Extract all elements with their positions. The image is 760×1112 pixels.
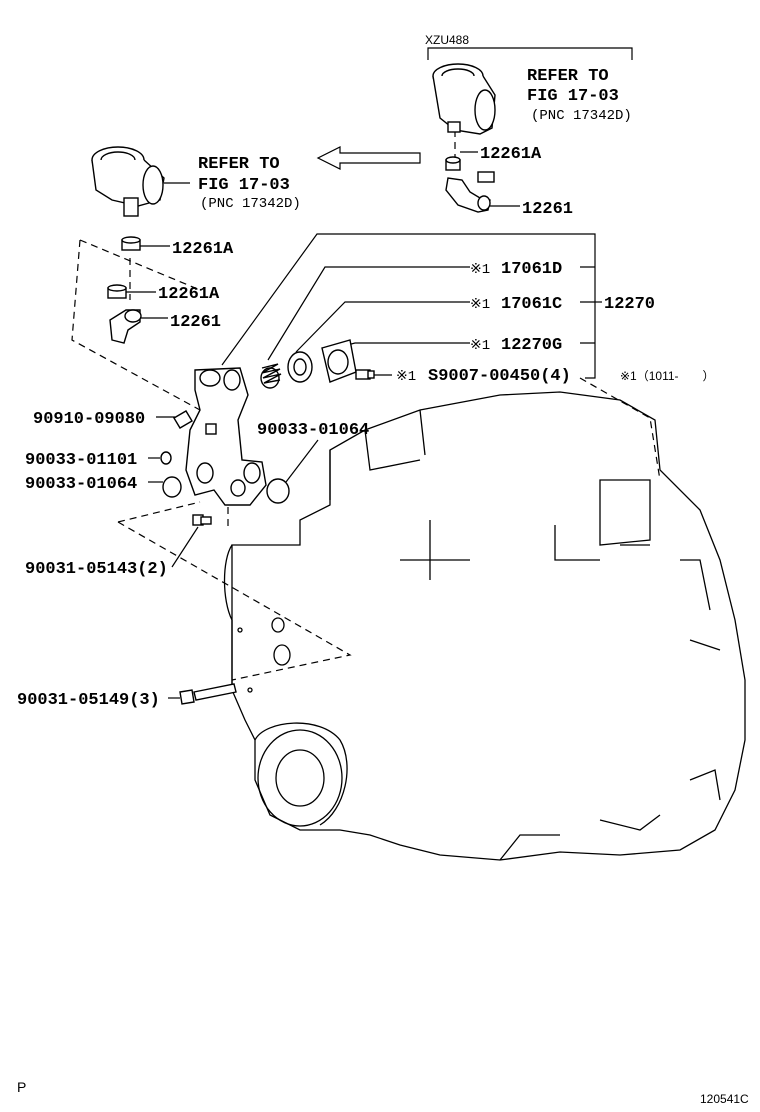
part-12261A-a: 12261A: [172, 240, 234, 259]
engine-block: [223, 391, 746, 861]
clamp-icon: [445, 156, 461, 171]
bolt-icon: [192, 514, 212, 526]
water-outlet-housing: [185, 367, 267, 506]
refer-top-line1: REFER TO: [527, 67, 609, 86]
refer-top-line2: FIG 17-03: [527, 87, 619, 106]
variant-bracket: XZU488: [425, 33, 633, 60]
corner-left-label: P: [17, 1079, 26, 1095]
dashed-lines: [71, 130, 661, 681]
thermostat-icon: [287, 351, 313, 383]
o-ring-icon: [162, 476, 182, 498]
arrow-left-icon: [316, 146, 421, 170]
part-90031-05149: 90031-05149(3): [17, 691, 160, 710]
stud-icon: [173, 410, 193, 429]
hose-icon: [109, 309, 142, 344]
note-mark-3: ※1: [470, 338, 490, 354]
variant-label: XZU488: [425, 33, 469, 47]
part-90033-01101: 90033-01101: [25, 451, 137, 470]
part-90033-01064-right: 90033-01064: [257, 421, 369, 440]
note-mark-2: ※1: [470, 297, 490, 313]
part-90033-01064-left: 90033-01064: [25, 475, 137, 494]
part-12261-top: 12261: [522, 200, 573, 219]
part-S9007-00450: S9007-00450(4): [428, 367, 571, 386]
refer-top-line3: (PNC 17342D): [531, 108, 632, 124]
note-mark-1: ※1: [470, 262, 490, 278]
figure-code: 120541C: [700, 1092, 749, 1106]
gasket-icon: [321, 339, 357, 383]
hose-icon: [445, 171, 495, 213]
part-12270G: 12270G: [501, 336, 562, 355]
note-text: ※1（1011- ）: [620, 369, 715, 383]
part-17061C: 17061C: [501, 295, 562, 314]
o-ring-small-icon: [160, 451, 172, 465]
air-hose-left: [91, 146, 165, 217]
refer-left-line2: FIG 17-03: [198, 176, 290, 195]
note-mark-4: ※1: [396, 369, 416, 385]
part-12270: 12270: [604, 295, 655, 314]
refer-left-line3: (PNC 17342D): [200, 196, 301, 212]
clamp-icon: [121, 236, 141, 251]
refer-left-line1: REFER TO: [198, 155, 280, 174]
bolt-icon: [355, 369, 375, 380]
part-90031-05143: 90031-05143(2): [25, 560, 168, 579]
thermostat-spring-icon: [260, 363, 282, 389]
part-12261A-b: 12261A: [158, 285, 220, 304]
part-12261A-top: 12261A: [480, 145, 542, 164]
part-12261-left: 12261: [170, 313, 221, 332]
clamp-icon: [107, 284, 127, 299]
part-17061D: 17061D: [501, 260, 562, 279]
o-ring-icon: [266, 478, 290, 504]
part-90910-09080: 90910-09080: [33, 410, 145, 429]
air-hose-top: [432, 63, 496, 135]
long-bolt-icon: [179, 683, 237, 705]
